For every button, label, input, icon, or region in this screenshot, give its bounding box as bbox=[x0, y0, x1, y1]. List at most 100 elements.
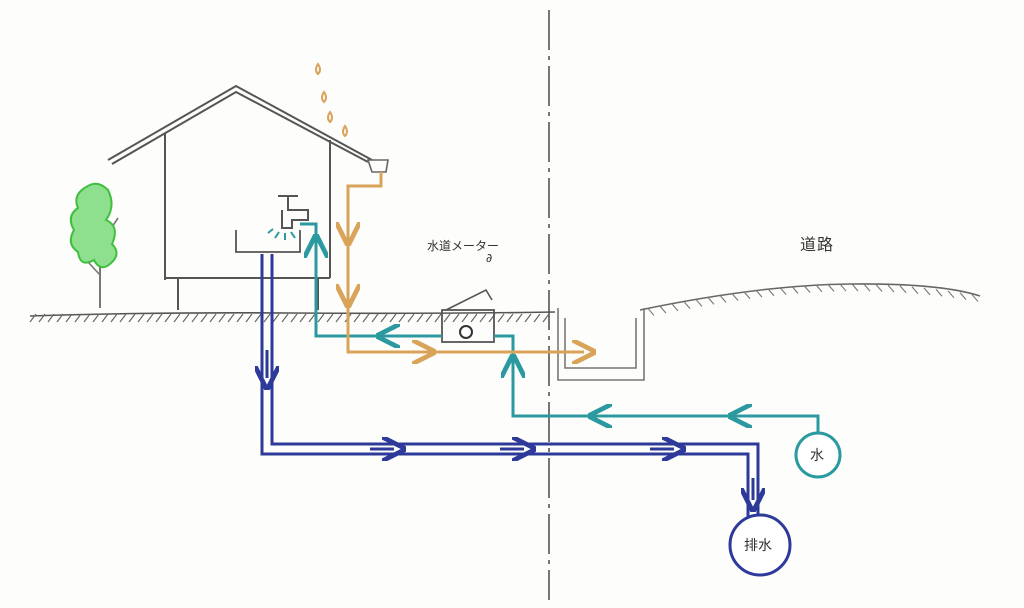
road-hatch-mark bbox=[719, 294, 727, 303]
ground-hatch-mark bbox=[245, 313, 253, 323]
house bbox=[107, 84, 373, 310]
drain-label: 排水 bbox=[744, 538, 772, 554]
road-hatch-mark bbox=[863, 283, 871, 292]
ground-hatch-mark bbox=[335, 313, 343, 323]
ground-hatch-mark bbox=[74, 313, 82, 323]
ground-hatch-mark bbox=[524, 313, 532, 323]
road-hatch-mark bbox=[875, 284, 883, 292]
ground-hatch-mark bbox=[461, 313, 469, 323]
ground-hatch-mark bbox=[173, 313, 181, 323]
road-hatch-mark bbox=[887, 284, 895, 293]
road-surface bbox=[639, 283, 981, 316]
faucet-icon bbox=[278, 195, 309, 229]
water-meter-label: 水道メーター bbox=[427, 239, 499, 253]
ground-hatch-mark bbox=[263, 313, 271, 323]
road-hatch-mark bbox=[647, 308, 655, 316]
ground-hatch-mark bbox=[110, 313, 118, 323]
ground-line bbox=[29, 311, 556, 323]
drainage-pipe bbox=[262, 254, 758, 520]
road-hatch-mark bbox=[899, 285, 907, 294]
ground-hatch-mark bbox=[317, 313, 325, 323]
road-hatch-mark bbox=[815, 284, 823, 293]
ground-hatch-mark bbox=[425, 313, 433, 323]
ground-hatch-mark bbox=[272, 313, 280, 323]
water-main-label: 水 bbox=[810, 448, 824, 464]
ground-hatch-mark bbox=[155, 313, 163, 323]
ground-hatch-mark bbox=[128, 313, 136, 323]
ground-hatch-mark bbox=[497, 313, 505, 323]
ground-hatch-mark bbox=[227, 313, 235, 323]
road-hatch-mark bbox=[827, 283, 835, 292]
ground-hatch-mark bbox=[389, 313, 397, 323]
sewer-main bbox=[728, 513, 792, 577]
ground-hatch-mark bbox=[191, 313, 199, 323]
ground-hatch-mark bbox=[182, 313, 190, 323]
ground-hatch-mark bbox=[164, 313, 172, 323]
water-meter bbox=[441, 288, 495, 343]
ground-hatch-mark bbox=[137, 313, 145, 323]
road-label: 道路 bbox=[800, 235, 834, 254]
road-hatch-mark bbox=[743, 291, 751, 300]
road-hatch-mark bbox=[923, 287, 931, 296]
road-hatch-mark bbox=[947, 290, 955, 299]
ground-hatch-mark bbox=[326, 313, 334, 323]
ground-hatch-mark bbox=[29, 313, 37, 323]
ground-hatch-mark bbox=[209, 313, 217, 323]
ground-hatch-mark bbox=[65, 313, 73, 323]
ground-hatch-mark bbox=[362, 313, 370, 323]
ground-hatch-mark bbox=[281, 313, 289, 323]
ground-hatch-mark bbox=[47, 313, 55, 323]
road-hatch-mark bbox=[839, 283, 847, 292]
rain-gutter bbox=[366, 159, 389, 173]
ground-hatch-mark bbox=[434, 313, 442, 323]
ground-hatch-mark bbox=[470, 313, 478, 323]
ground-hatch-mark bbox=[308, 313, 316, 323]
ground-hatch-mark bbox=[542, 313, 550, 323]
ground-hatch-mark bbox=[92, 313, 100, 323]
ground-hatch-mark bbox=[452, 313, 460, 323]
ground-hatch-mark bbox=[371, 313, 379, 323]
road-hatch-mark bbox=[755, 289, 763, 298]
ground-hatch-mark bbox=[200, 313, 208, 323]
ground-hatch-mark bbox=[254, 313, 262, 323]
road-hatch-mark bbox=[671, 303, 679, 312]
ground-hatch-mark bbox=[515, 313, 523, 323]
ground-hatch-mark bbox=[299, 313, 307, 323]
ground-hatch-mark bbox=[533, 313, 541, 323]
ground-hatch-mark bbox=[506, 313, 514, 323]
rainwater-pipe bbox=[348, 172, 584, 352]
ground-hatch-mark bbox=[353, 313, 361, 323]
raindrop-icon bbox=[315, 62, 348, 138]
ground-hatch-mark bbox=[218, 313, 226, 323]
road-hatch-mark bbox=[803, 285, 811, 293]
road-hatch-mark bbox=[767, 288, 775, 297]
ground-hatch-mark bbox=[38, 313, 46, 323]
road-hatch-mark bbox=[779, 287, 787, 295]
ground-hatch-mark bbox=[56, 313, 64, 323]
road-hatch-mark bbox=[971, 294, 979, 302]
water-supply-pipe bbox=[300, 222, 820, 432]
ground-hatch-mark bbox=[236, 313, 244, 323]
ground-hatch-mark bbox=[407, 313, 415, 323]
ground-hatch-mark bbox=[380, 313, 388, 323]
road-hatch-mark bbox=[707, 296, 715, 305]
ground-hatch-mark bbox=[479, 313, 487, 323]
ground-hatch-mark bbox=[146, 313, 154, 323]
road-hatch-mark bbox=[959, 292, 967, 300]
ground-hatch-mark bbox=[119, 313, 127, 323]
road-hatch-mark bbox=[731, 293, 739, 301]
ground-hatch-mark bbox=[398, 313, 406, 323]
road-hatch-mark bbox=[911, 286, 919, 295]
ground-hatch-mark bbox=[443, 313, 451, 323]
road-hatch-mark bbox=[683, 301, 691, 309]
tree-icon bbox=[69, 182, 119, 308]
road-hatch-mark bbox=[935, 288, 943, 297]
ground-hatch-mark bbox=[290, 313, 298, 323]
street-gutter bbox=[557, 308, 645, 381]
water-meter-marker: ∂ bbox=[486, 251, 492, 265]
ground-hatch-mark bbox=[101, 313, 109, 323]
road-hatch-mark bbox=[659, 305, 667, 314]
road-hatch-mark bbox=[851, 283, 859, 292]
